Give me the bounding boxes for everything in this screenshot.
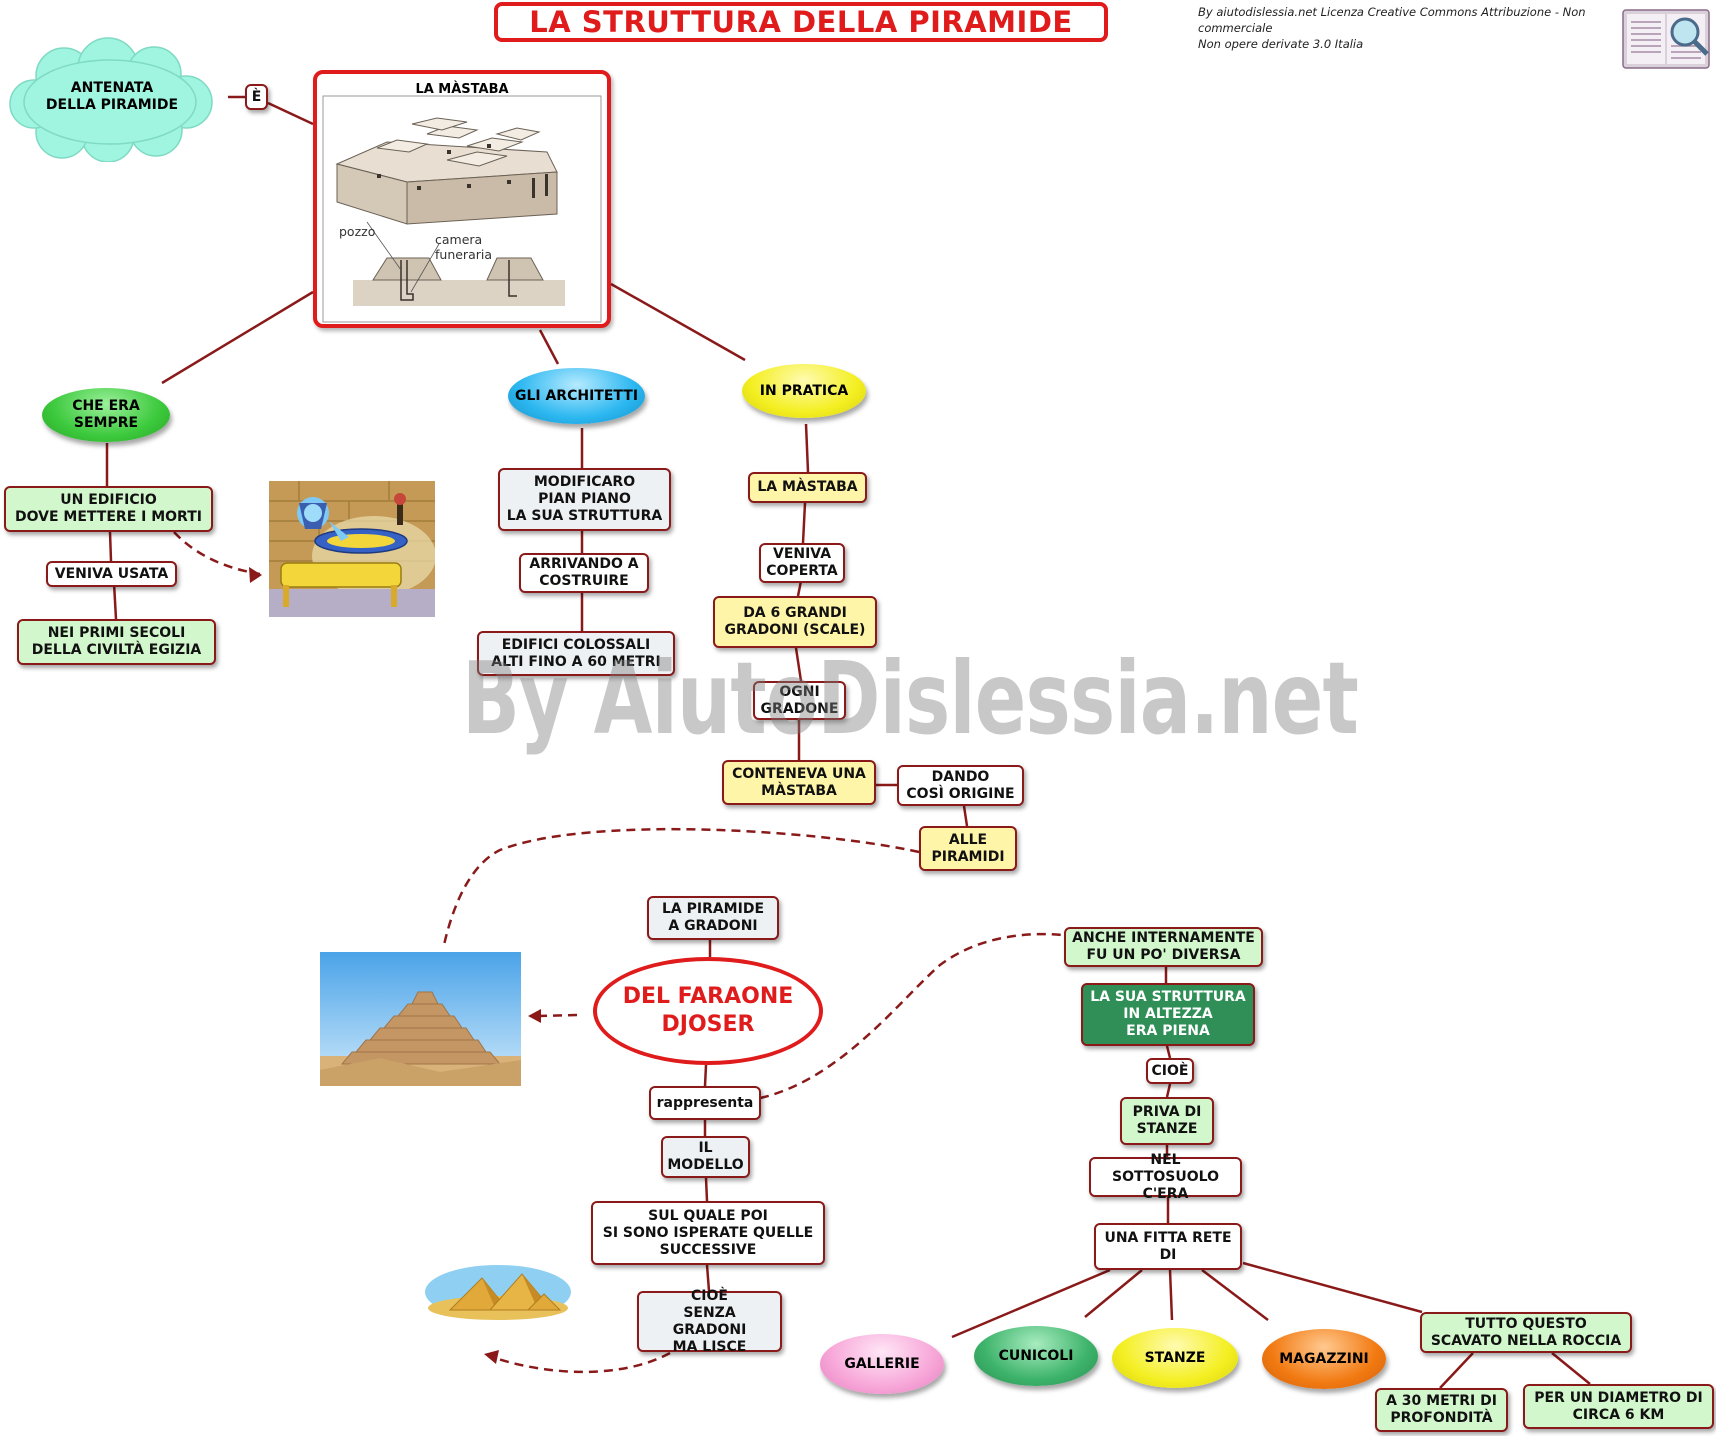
la-mastaba-node: LA MÀSTABA xyxy=(748,472,867,503)
anche-internamente-node: ANCHE INTERNAMENTE FU UN PO' DIVERSA xyxy=(1064,927,1263,967)
cunicoli-oval: CUNICOLI xyxy=(974,1326,1098,1386)
sul-quale-node: SUL QUALE POI SI SONO ISPERATE QUELLE SU… xyxy=(591,1201,825,1265)
gradoni-node: DA 6 GRANDI GRADONI (SCALE) xyxy=(713,596,877,648)
page-title: LA STRUTTURA DELLA PIRAMIDE xyxy=(494,2,1108,42)
architetti-oval: GLI ARCHITETTI xyxy=(508,368,645,424)
colossali-node: EDIFICI COLOSSALI ALTI FINO A 60 METRI xyxy=(477,631,675,676)
camera-funeraria-caption: camera funeraria xyxy=(435,232,493,262)
priva-stanze-node: PRIVA DI STANZE xyxy=(1120,1097,1214,1145)
pozzo-caption: pozzo xyxy=(339,224,376,239)
tutto-questo-node: TUTTO QUESTO SCAVATO NELLA ROCCIA xyxy=(1420,1312,1632,1353)
gallerie-oval: GALLERIE xyxy=(820,1334,944,1394)
piramide-gradoni-node: LA PIRAMIDE A GRADONI xyxy=(647,896,779,940)
primi-secoli-node: NEI PRIMI SECOLI DELLA CIVILTÀ EGIZIA xyxy=(17,619,216,665)
magazzini-oval: MAGAZZINI xyxy=(1262,1329,1386,1389)
in-pratica-oval: IN PRATICA xyxy=(742,364,866,418)
veniva-coperta-node: VENIVA COPERTA xyxy=(759,543,845,583)
profondita-node: A 30 METRI DI PROFONDITÀ xyxy=(1375,1388,1508,1432)
diametro-node: PER UN DIAMETRO DI CIRCA 6 KM xyxy=(1523,1384,1714,1429)
dando-node: DANDO COSÌ ORIGINE xyxy=(897,765,1024,806)
rappresenta-node: rappresenta xyxy=(649,1086,761,1120)
veniva-usata-node: VENIVA USATA xyxy=(46,561,177,587)
conteneva-node: CONTENEVA UNA MÀSTABA xyxy=(722,760,876,805)
edificio-node: UN EDIFICIO DOVE METTERE I MORTI xyxy=(4,486,213,532)
il-modello-node: IL MODELLO xyxy=(661,1136,750,1178)
fitta-rete-node: UNA FITTA RETE DI xyxy=(1094,1223,1242,1270)
djoser-central-node: DEL FARAONE DJOSER xyxy=(593,957,823,1065)
license-credit: By aiutodislessia.net Licenza Creative C… xyxy=(1198,5,1586,51)
mastaba-image-panel: LA MÀSTABA xyxy=(313,70,611,328)
sua-struttura-node: LA SUA STRUTTURA IN ALTEZZA ERA PIENA xyxy=(1081,983,1255,1046)
cioe-node: CIOÈ xyxy=(1146,1058,1194,1084)
book-logo-image xyxy=(1621,4,1713,72)
stanze-oval: STANZE xyxy=(1112,1328,1238,1388)
antenata-label: ANTENATA DELLA PIRAMIDE xyxy=(45,80,179,113)
e-connector-label: È xyxy=(245,84,268,110)
ogni-gradone-node: OGNI GRADONE xyxy=(753,681,846,720)
arrivando-node: ARRIVANDO A COSTRUIRE xyxy=(519,553,649,593)
mummy-image xyxy=(269,481,435,617)
step-pyramid-image xyxy=(320,952,521,1086)
mastaba-panel-label: LA MÀSTABA xyxy=(415,82,509,97)
che-era-oval: CHE ERA SEMPRE xyxy=(42,388,170,442)
sottosuolo-node: NEL SOTTOSUOLO C'ERA xyxy=(1089,1152,1242,1202)
antenata-cloud: ANTENATA DELLA PIRAMIDE xyxy=(6,34,218,162)
alle-piramidi-node: ALLE PIRAMIDI xyxy=(919,826,1017,871)
modificaro-node: MODIFICARO PIAN PIANO LA SUA STRUTTURA xyxy=(498,468,671,531)
watermark: By AiutoDislessia.net xyxy=(462,640,1359,757)
giza-pyramids-image xyxy=(424,1264,572,1320)
cioe-lisce-node: CIOÈ SENZA GRADONI MA LISCE xyxy=(637,1288,782,1355)
mastaba-illustration xyxy=(322,95,602,323)
